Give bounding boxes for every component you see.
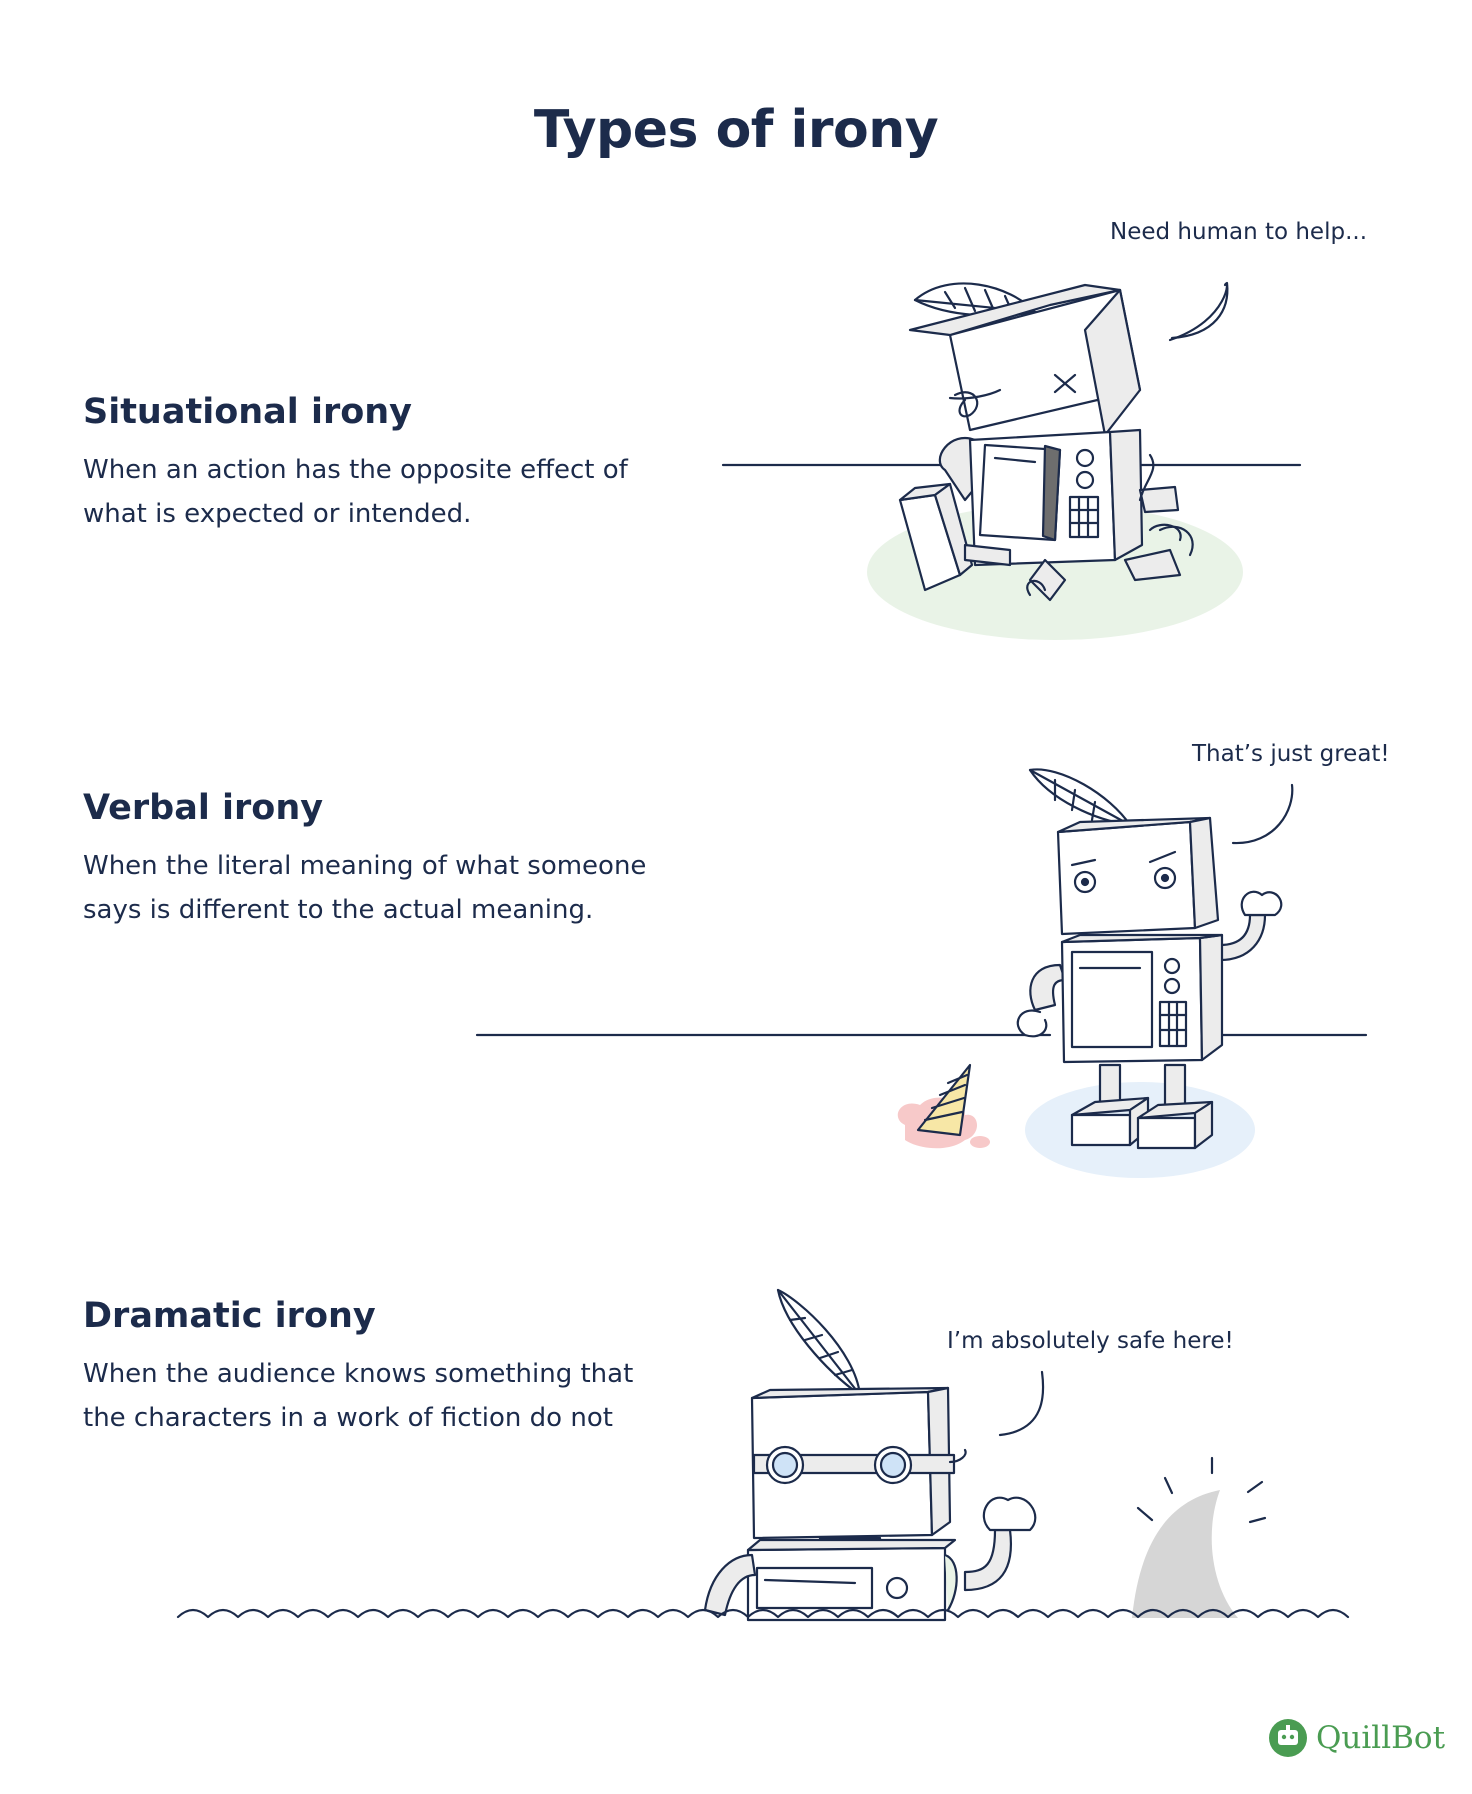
dramatic-robot-body [746,1538,957,1622]
verbal-robot-illustration [475,768,1368,1178]
situational-speech: Need human to help... [1110,219,1368,245]
situational-irony-heading: Situational irony [83,392,412,432]
verbal-speech: That’s just great! [1192,741,1390,767]
situational-robot-illustration [721,281,1302,640]
dramatic-speech: I’m absolutely safe here! [947,1328,1234,1354]
dramatic-robot-illustration [176,1288,1350,1622]
broken-robot-head [908,283,1142,437]
quillbot-logo-icon [1269,1719,1307,1757]
dramatic-irony-heading: Dramatic irony [83,1296,376,1336]
brand-name: QuillBot [1316,1720,1446,1756]
verbal-robot-body [1060,933,1224,1064]
feather-icon [776,1288,862,1397]
verbal-irony-description: When the literal meaning of what someone… [83,851,647,925]
ice-cream-icon [897,1063,990,1149]
page-title: Types of irony [533,100,939,160]
speech-tail [998,1370,1045,1437]
quillbot-logo: QuillBot [1268,1718,1445,1758]
verbal-robot-head [1056,816,1220,936]
speech-tail [1170,281,1229,340]
feather-icon [1028,768,1132,827]
broken-robot-body [968,428,1144,567]
dramatic-irony-description: When the audience knows something that t… [83,1359,634,1433]
water-wave-line [176,1608,1350,1619]
verbal-irony-heading: Verbal irony [83,788,324,828]
speech-tail [1231,783,1294,845]
shark-fin-icon [1132,1456,1267,1618]
situational-irony-description: When an action has the opposite effect o… [83,455,628,529]
dramatic-robot-head [750,1386,967,1550]
